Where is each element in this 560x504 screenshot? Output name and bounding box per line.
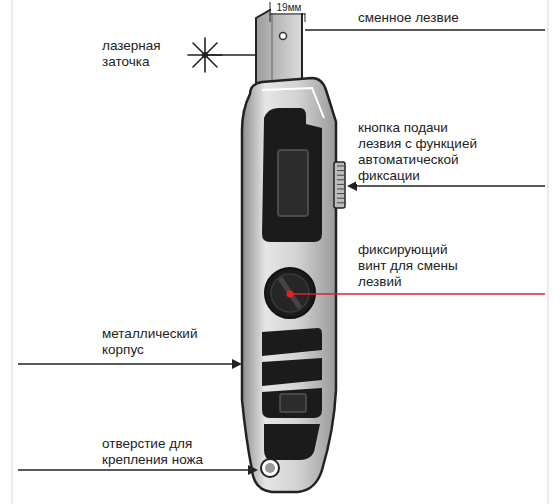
- part-label: металлический корпус: [100, 326, 239, 358]
- part-label: кнопка подачи лезвия с функцией автомати…: [356, 120, 495, 184]
- part-label: фиксирующий винт для смены лезвий: [356, 242, 480, 290]
- part-label: сменное лезвие: [356, 10, 540, 26]
- part-label: лазерная заточка: [100, 38, 184, 70]
- dimension-label: 19мм: [271, 2, 307, 13]
- part-label: отверстие для крепления ножа: [100, 436, 239, 468]
